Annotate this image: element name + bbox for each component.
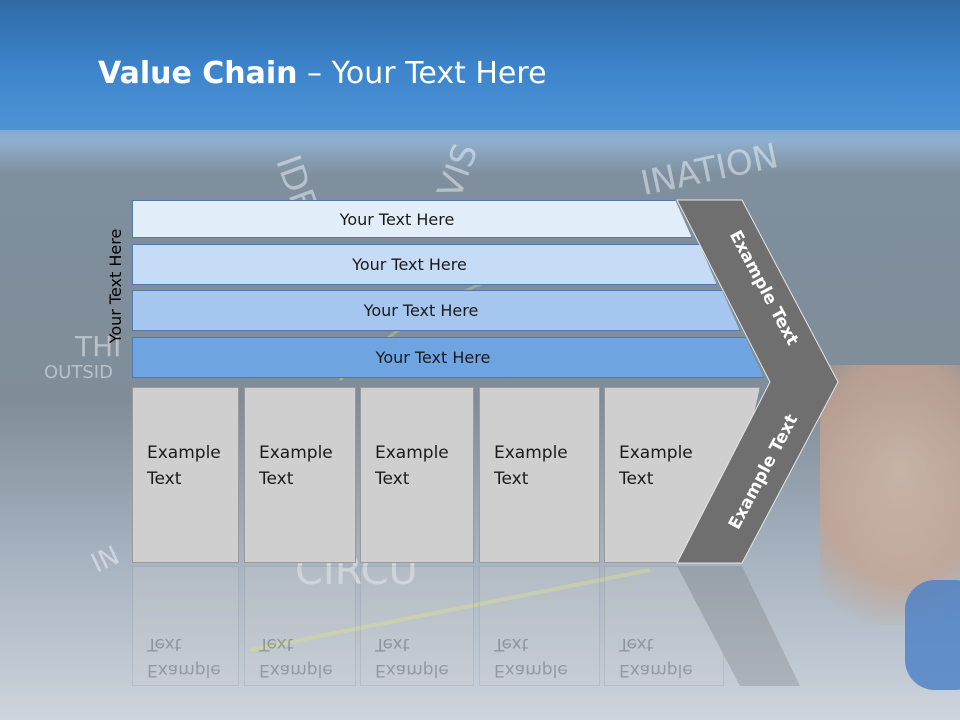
box-3-line1: Example <box>375 443 449 463</box>
box-2-line2: Text <box>259 469 294 489</box>
box-1-line1: Example <box>147 443 221 463</box>
row-3: Your Text Here <box>132 290 740 331</box>
row-4-label: Your Text Here <box>375 348 491 367</box>
box-5-line1: Example <box>619 443 693 463</box>
title-rest: – Your Text Here <box>297 56 547 91</box>
bg-word-outsid: OUTSID <box>44 362 113 383</box>
row-1-label: Your Text Here <box>339 209 455 229</box>
example-box-4: Example Text <box>479 387 600 563</box>
row-4: Your Text Here <box>132 337 764 378</box>
title-band <box>0 0 960 130</box>
bg-word-thi: THI <box>75 330 122 363</box>
box-5-line2: Text <box>619 469 654 489</box>
box-2-line1: Example <box>259 443 333 463</box>
row-1: Your Text Here <box>132 200 692 238</box>
row-3-label: Your Text Here <box>363 301 479 320</box>
box-1-line2: Text <box>147 469 182 489</box>
bg-sleeve-image <box>905 580 960 690</box>
box-4-line2: Text <box>494 469 529 489</box>
example-box-2: Example Text <box>244 387 356 563</box>
slide-title: Value Chain – Your Text Here <box>98 56 547 91</box>
example-box-1: Example Text <box>132 387 239 563</box>
row-2: Your Text Here <box>132 244 717 285</box>
box-4-line1: Example <box>494 443 568 463</box>
example-box-3: Example Text <box>360 387 474 563</box>
box-3-line2: Text <box>375 469 410 489</box>
row-2-label: Your Text Here <box>352 255 467 274</box>
title-bold: Value Chain <box>98 56 298 91</box>
